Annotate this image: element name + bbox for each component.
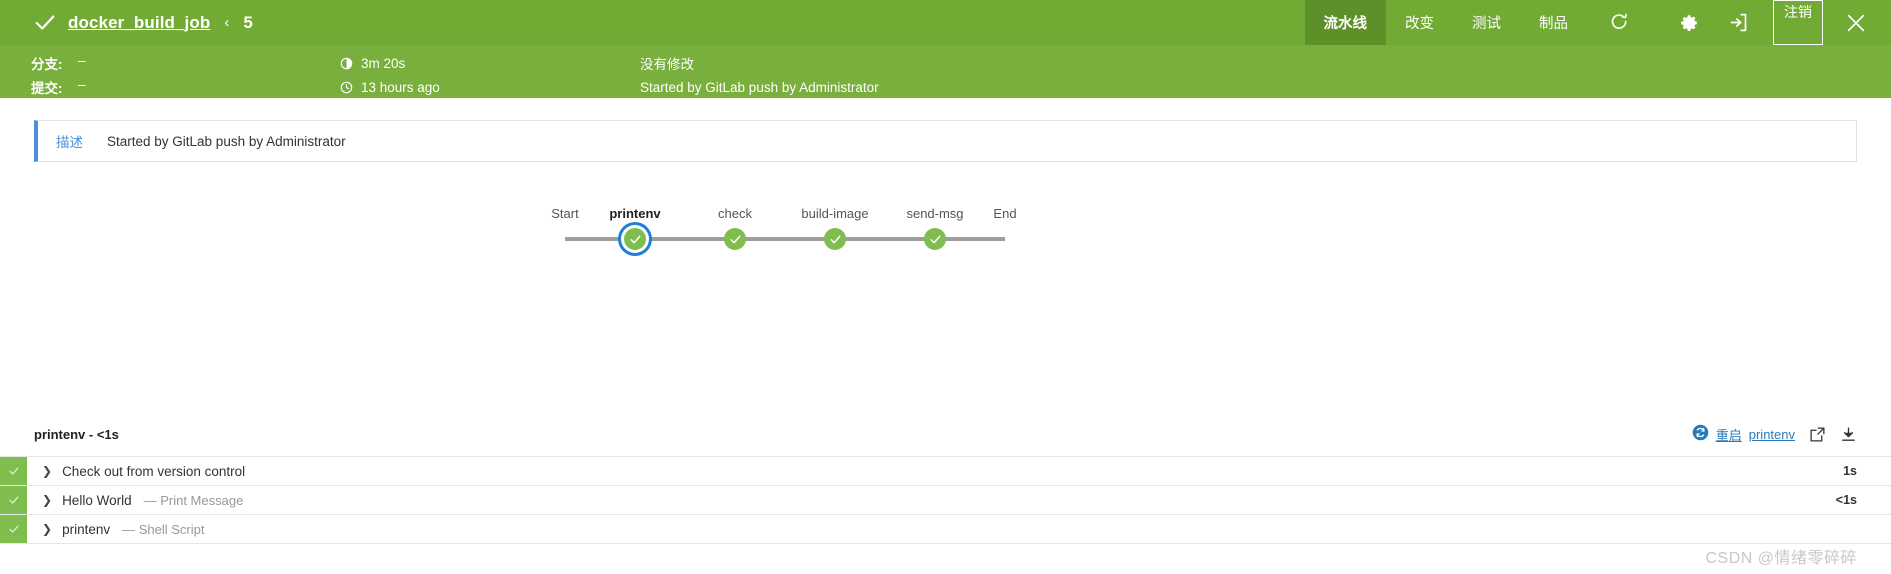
pipeline-track: [565, 237, 1005, 241]
tab-artifacts[interactable]: 制品: [1520, 0, 1587, 45]
header-nav: 流水线 改变 测试 制品: [1304, 0, 1891, 45]
tab-changes[interactable]: 改变: [1386, 0, 1453, 45]
success-check-icon: [724, 228, 746, 250]
meta-duration-value: 3m 20s: [361, 55, 406, 71]
restart-label-prefix: 重启: [1715, 427, 1742, 443]
steps-actions: 重启 printenv: [1692, 424, 1857, 444]
tab-changes-label: 改变: [1405, 16, 1434, 32]
meta-commit-label: 提交:: [31, 81, 63, 96]
tab-pipeline[interactable]: 流水线: [1304, 0, 1386, 45]
description-label[interactable]: 描述: [56, 135, 83, 150]
steps-list: ❯ Check out from version control 1s ❯ He…: [0, 456, 1891, 544]
restart-stage-link[interactable]: 重启 printenv: [1692, 424, 1795, 444]
stage-label-check: check: [718, 206, 752, 221]
download-icon[interactable]: [1840, 426, 1857, 443]
clock-icon: [340, 81, 353, 94]
meta-row-commit: 提交: – 13 hours ago Started by GitLab pus…: [0, 77, 1891, 97]
stage-node-check[interactable]: [724, 228, 746, 250]
header-left: docker_build_job ‹ 5: [0, 12, 1305, 34]
meta-row-branch: 分支: – 3m 20s 没有修改: [0, 53, 1891, 73]
description-section: 描述 Started by GitLab push by Administrat…: [0, 98, 1891, 162]
pipeline-graph: Start printenv check build-image send-ms…: [0, 186, 1891, 341]
step-status-success-icon: [0, 457, 27, 485]
csdn-watermark: CSDN @情绪零碎碎: [1705, 550, 1857, 567]
success-check-icon: [924, 228, 946, 250]
stage-label-build-image: build-image: [801, 206, 869, 221]
chevron-right-icon[interactable]: ❯: [42, 493, 53, 507]
reload-icon[interactable]: [1587, 0, 1650, 45]
gear-icon[interactable]: [1650, 0, 1714, 45]
stage-label-send-msg: send-msg: [906, 206, 964, 221]
app-header: docker_build_job ‹ 5 流水线 改变 测试 制品: [0, 0, 1891, 45]
meta-duration: 3m 20s: [340, 56, 640, 71]
tab-artifacts-label: 制品: [1539, 16, 1568, 32]
step-content[interactable]: ❯ Hello World — Print Message: [27, 486, 1836, 514]
meta-commit-value: –: [78, 77, 86, 92]
meta-timestamp: 13 hours ago: [340, 80, 640, 95]
step-content[interactable]: ❯ Check out from version control: [27, 457, 1843, 485]
chevron-right-icon[interactable]: ❯: [42, 522, 53, 536]
close-icon[interactable]: [1827, 0, 1891, 45]
table-row[interactable]: ❯ Hello World — Print Message <1s: [0, 486, 1891, 515]
description-text: Started by GitLab push by Administrator: [107, 133, 346, 149]
steps-title: printenv - <1s: [34, 426, 119, 442]
step-name: Hello World: [62, 492, 132, 508]
chevron-right-icon[interactable]: ❯: [42, 464, 53, 478]
step-status-success-icon: [0, 515, 27, 543]
steps-header: printenv - <1s 重启 printenv: [0, 420, 1891, 448]
success-check-icon: [624, 228, 646, 250]
build-separator: ‹: [224, 14, 230, 31]
meta-commit: 提交: –: [0, 77, 340, 97]
steps-panel: printenv - <1s 重启 printenv: [0, 420, 1891, 544]
tab-pipeline-label: 流水线: [1323, 16, 1368, 32]
restart-label-target: printenv: [1748, 426, 1795, 442]
step-name: Check out from version control: [62, 463, 246, 479]
step-content[interactable]: ❯ printenv — Shell Script: [27, 515, 1857, 543]
stage-label-end: End: [993, 206, 1017, 221]
duration-icon: [340, 57, 353, 70]
restart-circle-icon: [1692, 424, 1709, 444]
build-meta-strip: 分支: – 3m 20s 没有修改 提交: –: [0, 45, 1891, 98]
stage-label-row: Start printenv check build-image send-ms…: [551, 206, 1017, 224]
stage-node-printenv[interactable]: [624, 228, 646, 250]
step-name: printenv: [62, 521, 111, 537]
table-row[interactable]: ❯ printenv — Shell Script: [0, 515, 1891, 544]
step-subtitle: — Shell Script: [122, 521, 205, 537]
build-number: 5: [243, 12, 253, 32]
logout-button[interactable]: 注销: [1773, 0, 1823, 45]
check-icon: [34, 12, 56, 34]
table-row[interactable]: ❯ Check out from version control 1s: [0, 457, 1891, 486]
step-duration: 1s: [1843, 464, 1857, 478]
meta-timestamp-value: 13 hours ago: [361, 79, 440, 95]
stage-node-build-image[interactable]: [824, 228, 846, 250]
pipeline-graph-inner: Start printenv check build-image send-ms…: [551, 206, 1017, 266]
step-duration: [1857, 515, 1891, 543]
meta-branch-value: –: [78, 53, 86, 68]
external-link-icon[interactable]: [1809, 426, 1826, 443]
meta-branch-label: 分支:: [31, 57, 63, 72]
step-status-success-icon: [0, 486, 27, 514]
job-title-link[interactable]: docker_build_job: [68, 12, 211, 32]
stage-label-printenv: printenv: [609, 206, 661, 221]
stage-label-start: Start: [551, 206, 579, 221]
tab-tests-label: 测试: [1472, 16, 1501, 32]
success-check-icon: [824, 228, 846, 250]
login-arrow-icon[interactable]: [1714, 0, 1763, 45]
description-box: 描述 Started by GitLab push by Administrat…: [34, 120, 1857, 162]
tab-tests[interactable]: 测试: [1453, 0, 1520, 45]
step-subtitle: — Print Message: [143, 492, 244, 508]
step-duration: <1s: [1835, 493, 1857, 507]
meta-changes: 没有修改: [640, 57, 694, 72]
meta-branch: 分支: –: [0, 53, 340, 73]
meta-trigger-cause: Started by GitLab push by Administrator: [640, 79, 879, 95]
stage-node-send-msg[interactable]: [924, 228, 946, 250]
